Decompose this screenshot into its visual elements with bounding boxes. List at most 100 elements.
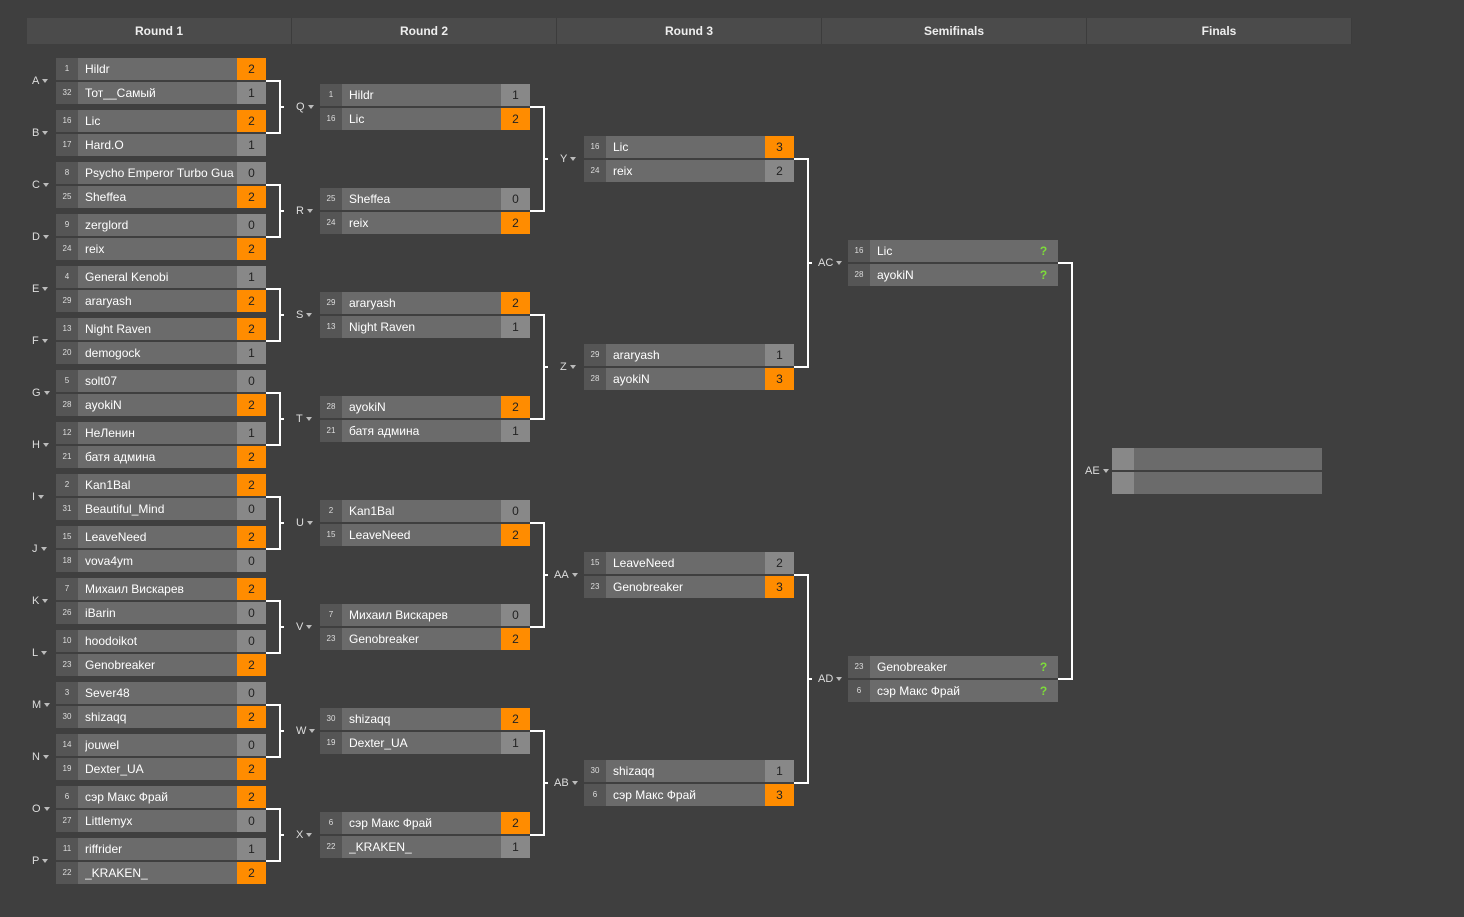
match-label-Q[interactable]: Q	[296, 101, 314, 113]
match-label-R[interactable]: R	[296, 205, 313, 217]
player-slot[interactable]: 22_KRAKEN_1	[320, 836, 530, 858]
match-label-V[interactable]: V	[296, 621, 313, 633]
match-label-B[interactable]: B	[32, 127, 49, 139]
match-label-W[interactable]: W	[296, 725, 316, 737]
match-label-E[interactable]: E	[32, 283, 49, 295]
match-label-X[interactable]: X	[296, 829, 313, 841]
match-label-L[interactable]: L	[32, 647, 48, 659]
match-label-F[interactable]: F	[32, 335, 48, 347]
match-label-N[interactable]: N	[32, 751, 49, 763]
match-label-C[interactable]: C	[32, 179, 49, 191]
match-label-U[interactable]: U	[296, 517, 313, 529]
match-label-S[interactable]: S	[296, 309, 313, 321]
match-label-AB[interactable]: AB	[554, 777, 578, 789]
match-label-final[interactable]: AE	[1085, 465, 1109, 477]
match-label-K[interactable]: K	[32, 595, 49, 607]
match-label-AD[interactable]: AD	[818, 673, 843, 685]
match-label-J[interactable]: J	[32, 543, 47, 555]
match-label-T[interactable]: T	[296, 413, 312, 425]
match-label-A[interactable]: A	[32, 75, 49, 87]
match-label-H[interactable]: H	[32, 439, 49, 451]
match-label-AC[interactable]: AC	[818, 257, 843, 269]
match-label-D[interactable]: D	[32, 231, 49, 243]
match-label-AA[interactable]: AA	[554, 569, 578, 581]
match-label-Y[interactable]: Y	[560, 153, 577, 165]
match-label-O[interactable]: O	[32, 803, 50, 815]
match-label-I[interactable]: I	[32, 491, 45, 503]
